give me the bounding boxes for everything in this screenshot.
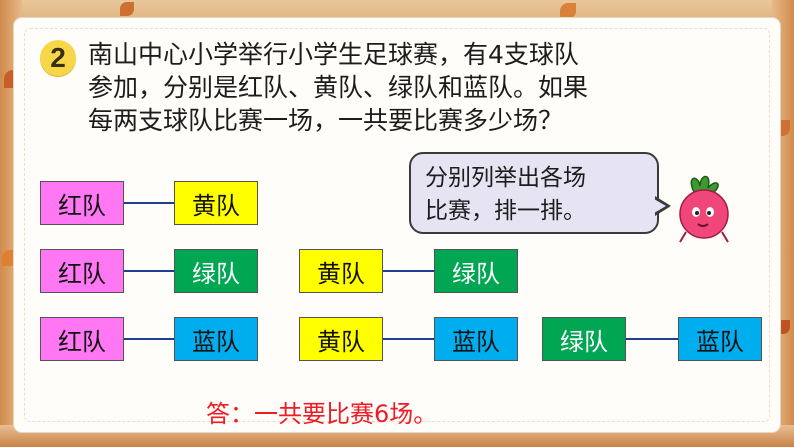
leaf-icon (120, 2, 134, 16)
team-yellow: 黄队 (299, 249, 383, 293)
number-badge-icon: 2 (40, 40, 76, 76)
team-red: 红队 (40, 249, 124, 293)
hint-line: 分别列举出各场 (425, 165, 586, 191)
problem-line: 每两支球队比赛一场，一共要比赛多少场？ (88, 106, 564, 135)
team-blue: 蓝队 (174, 317, 258, 361)
match-connector (626, 338, 678, 340)
match-connector (383, 338, 434, 340)
bubble-tail-inner (654, 199, 666, 213)
team-yellow: 黄队 (299, 317, 383, 361)
hint-line: 比赛，排一排。 (425, 198, 586, 224)
answer-text: 答：一共要比赛6场。 (206, 400, 438, 428)
team-green: 绿队 (434, 249, 518, 293)
leaf-icon (560, 3, 576, 19)
team-yellow: 黄队 (174, 181, 258, 225)
team-blue: 蓝队 (434, 317, 518, 361)
match-connector (383, 270, 434, 272)
team-green: 绿队 (542, 317, 626, 361)
match-connector (124, 202, 174, 204)
team-red: 红队 (40, 181, 124, 225)
team-red: 红队 (40, 317, 124, 361)
radish-mascot-icon (679, 175, 729, 243)
problem-line: 参加，分别是红队、黄队、绿队和蓝队。如果 (88, 73, 589, 102)
match-connector (124, 270, 174, 272)
team-green: 绿队 (174, 249, 258, 293)
hint-bubble: 分别列举出各场 比赛，排一排。 (409, 152, 659, 234)
problem-line: 南山中心小学举行小学生足球赛，有4支球队 (88, 40, 579, 69)
problem-text: 南山中心小学举行小学生足球赛，有4支球队 参加，分别是红队、黄队、绿队和蓝队。如… (88, 38, 728, 137)
team-blue: 蓝队 (678, 317, 762, 361)
match-connector (124, 338, 174, 340)
